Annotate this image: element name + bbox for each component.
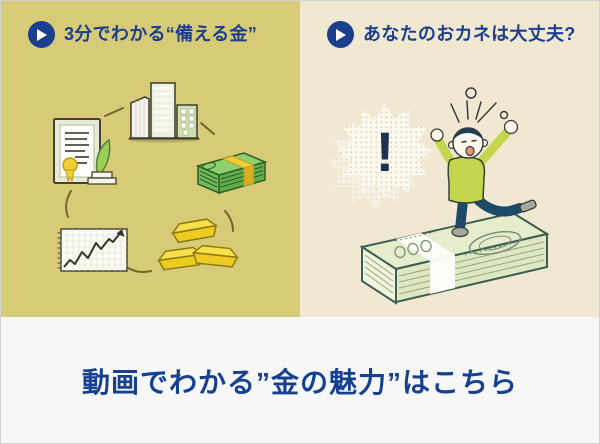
exclamation-text: ! bbox=[376, 120, 395, 183]
video-panels: 3分でわかる“備える金” bbox=[1, 1, 599, 317]
right-panel-title: あなたのおカネは大丈夫? bbox=[363, 23, 576, 44]
left-panel-header: 3分でわかる“備える金” bbox=[28, 21, 292, 48]
surprise-burst-icon: ! bbox=[327, 103, 433, 211]
caption-link[interactable]: 動画でわかる”金の魅力”はこちら bbox=[81, 366, 518, 398]
quill-leaf bbox=[95, 138, 111, 174]
asset-cycle-illustration bbox=[53, 82, 268, 273]
cash-stack-icon bbox=[195, 152, 268, 195]
play-icon[interactable] bbox=[28, 21, 55, 48]
play-icon[interactable] bbox=[327, 21, 354, 48]
surprised-man-icon bbox=[430, 87, 537, 238]
gold-bars-icon bbox=[156, 218, 240, 271]
cash-platform-icon bbox=[359, 211, 550, 305]
connector-dashes bbox=[65, 107, 234, 273]
caption-bar: 動画でわかる”金の魅力”はこちら bbox=[1, 317, 599, 443]
left-panel-title: 3分でわかる“備える金” bbox=[64, 23, 258, 44]
right-panel-header: あなたのおカネは大丈夫? bbox=[327, 21, 591, 48]
video-panel-sonaeru-kin[interactable]: 3分でわかる“備える金” bbox=[1, 1, 300, 317]
price-chart-icon bbox=[57, 228, 128, 272]
certificate-icon bbox=[53, 118, 117, 185]
surprised-man-illustration: ! bbox=[327, 87, 550, 305]
video-panel-okane-daijoubu[interactable]: あなたのおカネは大丈夫? ! bbox=[300, 1, 599, 317]
buildings-icon bbox=[127, 82, 201, 143]
